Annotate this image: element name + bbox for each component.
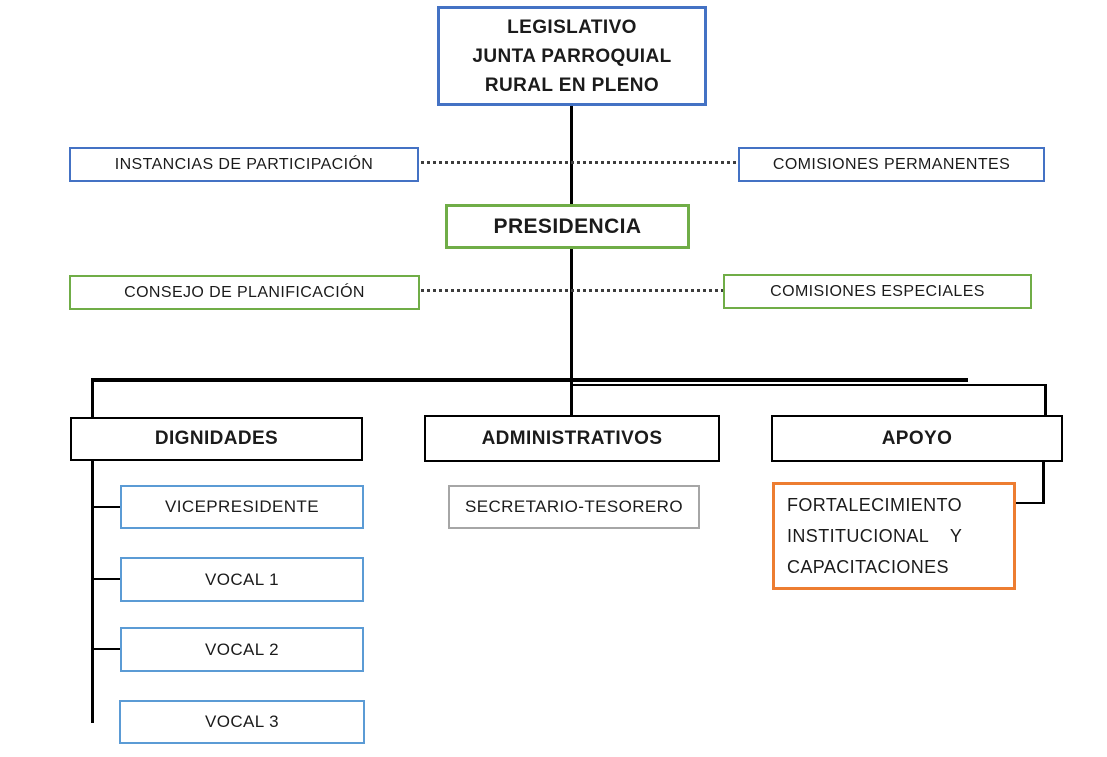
node-label: PRESIDENCIA xyxy=(493,214,642,238)
node-vicepresidente: VICEPRESIDENTE xyxy=(120,485,364,529)
node-secretario-tesorero: SECRETARIO-TESORERO xyxy=(448,485,700,529)
connector-apoyo-to-fortalecimiento xyxy=(1016,502,1044,504)
connector-horizontal-trunk xyxy=(91,378,968,382)
connector-legislativo-presidencia-administrativos xyxy=(570,105,573,416)
connector-stub-vocal-1 xyxy=(93,578,120,580)
connector-dignidades-children-trunk xyxy=(91,378,94,723)
node-label: FORTALECIMIENTO xyxy=(787,494,963,515)
node-vocal-1: VOCAL 1 xyxy=(120,557,364,602)
node-vocal-2: VOCAL 2 xyxy=(120,627,364,672)
node-label: RURAL EN PLENO xyxy=(484,74,660,96)
connector-apoyo-down xyxy=(1042,461,1045,504)
node-comisiones-especiales: COMISIONES ESPECIALES xyxy=(723,274,1032,309)
node-vocal-3: VOCAL 3 xyxy=(119,700,365,744)
node-label: DIGNIDADES xyxy=(154,428,279,449)
node-label: COMISIONES ESPECIALES xyxy=(770,282,985,300)
node-label: ADMINISTRATIVOS xyxy=(481,427,663,449)
connector-trunk-to-apoyo xyxy=(1044,384,1047,416)
node-label: VOCAL 2 xyxy=(205,639,279,659)
node-label: COMISIONES PERMANENTES xyxy=(772,155,1011,173)
node-label: LEGISLATIVO xyxy=(507,16,637,38)
node-label: VICEPRESIDENTE xyxy=(165,497,319,516)
node-label: CAPACITACIONES xyxy=(787,556,949,577)
node-presidencia: PRESIDENCIA xyxy=(445,204,690,249)
dotted-connector-consejo-comisiones-especiales xyxy=(421,289,723,292)
node-legislativo-junta-parroquial: LEGISLATIVO JUNTA PARROQUIAL RURAL EN PL… xyxy=(437,6,707,106)
connector-stub-vocal-2 xyxy=(93,648,120,650)
node-label: VOCAL 1 xyxy=(205,569,279,589)
node-label: JUNTA PARROQUIAL xyxy=(472,45,672,67)
node-comisiones-permanentes: COMISIONES PERMANENTES xyxy=(738,147,1045,182)
node-label: INSTITUCIONAL Y xyxy=(787,525,963,546)
connector-trunk-right-extension xyxy=(572,384,1046,386)
dotted-connector-instancias-comisiones-permanentes xyxy=(421,161,738,164)
node-label: SECRETARIO-TESORERO xyxy=(465,497,683,516)
node-fortalecimiento-institucional: FORTALECIMIENTO INSTITUCIONAL Y CAPACITA… xyxy=(772,482,1016,590)
node-label: INSTANCIAS DE PARTICIPACIÓN xyxy=(114,155,374,173)
node-apoyo: APOYO xyxy=(771,415,1063,462)
node-dignidades: DIGNIDADES xyxy=(70,417,363,461)
connector-stub-vicepresidente xyxy=(93,506,120,508)
node-administrativos: ADMINISTRATIVOS xyxy=(424,415,720,462)
node-label: APOYO xyxy=(881,427,953,449)
node-consejo-de-planificacion: CONSEJO DE PLANIFICACIÓN xyxy=(69,275,420,310)
node-instancias-de-participacion: INSTANCIAS DE PARTICIPACIÓN xyxy=(69,147,419,182)
node-label: CONSEJO DE PLANIFICACIÓN xyxy=(124,283,365,301)
node-label: VOCAL 3 xyxy=(205,712,279,731)
